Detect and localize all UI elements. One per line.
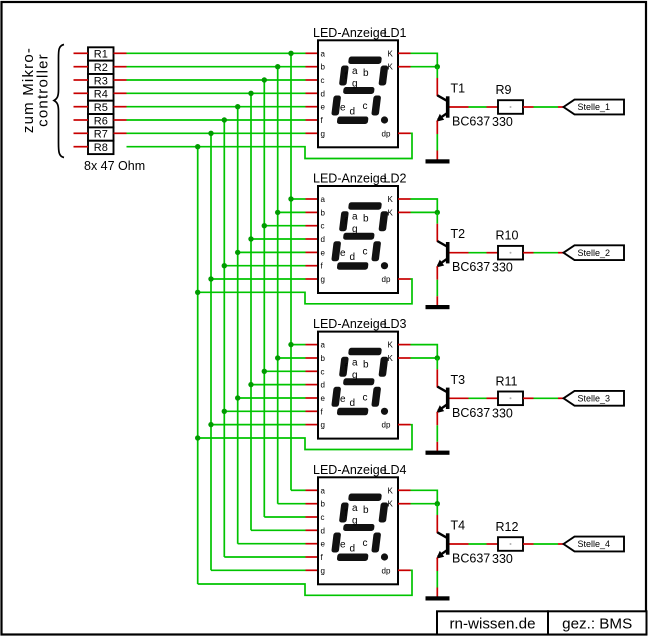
- driver-t1-labels: T1 BC637 R9 330 Stelle_1: [451, 82, 611, 130]
- brace: [52, 43, 65, 159]
- resistor-ref: R11: [496, 374, 518, 388]
- resistor-label-r2: R2: [94, 62, 108, 74]
- segment-bus-verticals: [196, 53, 292, 584]
- resistor-label-r5: R5: [94, 102, 108, 114]
- resistor-ref: R9: [496, 83, 512, 97]
- transistor-ref: T2: [451, 227, 466, 241]
- display-title-ref-ld4: LD4: [384, 463, 407, 477]
- transistor-part: BC637: [452, 406, 490, 420]
- title-block: rn-wissen.de gez.: BMS: [436, 610, 648, 636]
- mcu-label-line2: controller: [35, 53, 52, 127]
- display-title-name-ld3: LED-Anzeige: [313, 317, 387, 331]
- driver-t4-labels: T4 BC637 R12 330 Stelle_4: [451, 519, 611, 567]
- junction-dot: [195, 435, 201, 441]
- resistor-label-r1: R1: [94, 49, 108, 61]
- driver-t3-labels: T3 BC637 R11 330 Stelle_3: [451, 373, 611, 421]
- transistor-ref: T1: [451, 82, 466, 96]
- resistor-ref: R12: [496, 520, 519, 534]
- titleblock-site: rn-wissen.de: [449, 616, 535, 633]
- resistor-value: 330: [492, 406, 513, 420]
- transistor-part: BC637: [452, 115, 490, 129]
- mcu-row-wires: [73, 52, 318, 148]
- titleblock-author: gez.: BMS: [562, 616, 632, 633]
- display-ld2: [317, 185, 412, 294]
- display-title-ref-ld1: LD1: [384, 26, 407, 40]
- resistor-label-r8: R8: [94, 142, 108, 154]
- resistor-ref: R10: [496, 229, 519, 243]
- resistor-value: 330: [492, 115, 513, 129]
- display-title-ref-ld3: LD3: [384, 317, 407, 331]
- display-title-ref-ld2: LD2: [384, 172, 407, 186]
- dp-route-wires: [126, 132, 413, 597]
- mcu-label: zum Mikro- controller: [20, 47, 52, 133]
- net-flag-label: Stelle_2: [578, 248, 611, 258]
- resistor-bank-note: 8x 47 Ohm: [84, 159, 145, 173]
- transistor-part: BC637: [452, 552, 490, 566]
- resistor-label-r7: R7: [94, 129, 108, 141]
- resistor-label-r3: R3: [94, 75, 108, 87]
- display-title-name-ld4: LED-Anzeige: [313, 463, 387, 477]
- transistor-ref: T4: [451, 519, 466, 533]
- resistor-value: 330: [492, 261, 513, 275]
- resistor-bank: R1 R2 R3 R4 R5 R6 R7 R8: [87, 46, 115, 156]
- display-title-name-ld2: LED-Anzeige: [313, 172, 387, 186]
- junction-dot: [195, 144, 201, 150]
- resistor-label-r6: R6: [94, 115, 108, 127]
- display-ld1: [317, 39, 412, 149]
- transistor-ref: T3: [451, 373, 466, 387]
- net-flag-label: Stelle_3: [578, 394, 611, 404]
- resistor-label-r4: R4: [94, 89, 108, 101]
- display-ld3: [317, 330, 412, 440]
- net-flag-label: Stelle_1: [578, 102, 611, 112]
- display-title-name-ld1: LED-Anzeige: [313, 26, 387, 40]
- transistor-part: BC637: [452, 260, 490, 274]
- mcu-label-line1: zum Mikro-: [20, 47, 37, 133]
- junction-dot: [195, 289, 201, 295]
- driver-t2-labels: T2 BC637 R10 330 Stelle_2: [451, 227, 611, 275]
- net-flag-label: Stelle_4: [578, 539, 611, 549]
- display-ld4: [317, 476, 412, 586]
- resistor-value: 330: [492, 552, 513, 566]
